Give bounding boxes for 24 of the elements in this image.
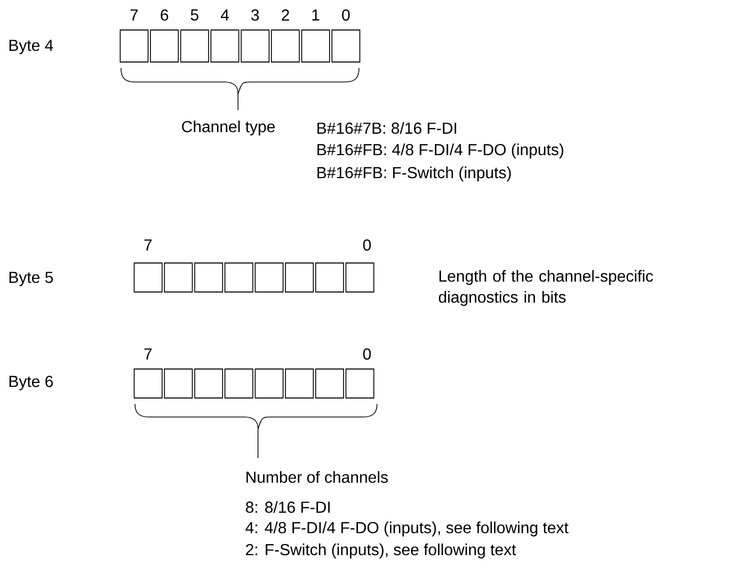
bit-number: 7 xyxy=(144,348,152,360)
bit-number: 0 xyxy=(342,9,350,21)
field-name: Number of channels xyxy=(246,471,388,483)
byte-label: Byte 4 xyxy=(10,40,54,54)
field-name: Channel type xyxy=(182,120,275,136)
bit-number: 6 xyxy=(160,9,168,21)
bit-number: 7 xyxy=(130,10,138,20)
value-text: 2: F-Switch (inputs), see following text xyxy=(246,544,516,558)
value-text: B#16#FB: F-Switch (inputs) xyxy=(318,166,511,182)
bit-number: 0 xyxy=(363,239,371,251)
field-description: Length of the channel-specific diagnostics in bits xyxy=(438,270,653,306)
value-text: B#16#FB: 4/8 F-DI/4 F-DO (inputs) xyxy=(318,144,564,158)
bit-number: 2 xyxy=(282,9,290,21)
byte-label: Byte 5 xyxy=(10,272,53,286)
bit-number: 7 xyxy=(144,240,152,250)
bit-number: 4 xyxy=(220,10,229,20)
byte-label: Byte 6 xyxy=(10,376,53,390)
bit-number: 0 xyxy=(363,348,371,360)
value-text: 4: 4/8 F-DI/4 F-DO (inputs), see following text xyxy=(246,522,568,536)
bit-number: 5 xyxy=(190,9,198,21)
bit-number: 1 xyxy=(312,10,320,20)
value-text: 8: 8/16 F-DI xyxy=(246,501,330,513)
value-text: B#16#7B: 8/16 F-DI xyxy=(318,122,456,134)
bit-number: 3 xyxy=(251,9,259,21)
